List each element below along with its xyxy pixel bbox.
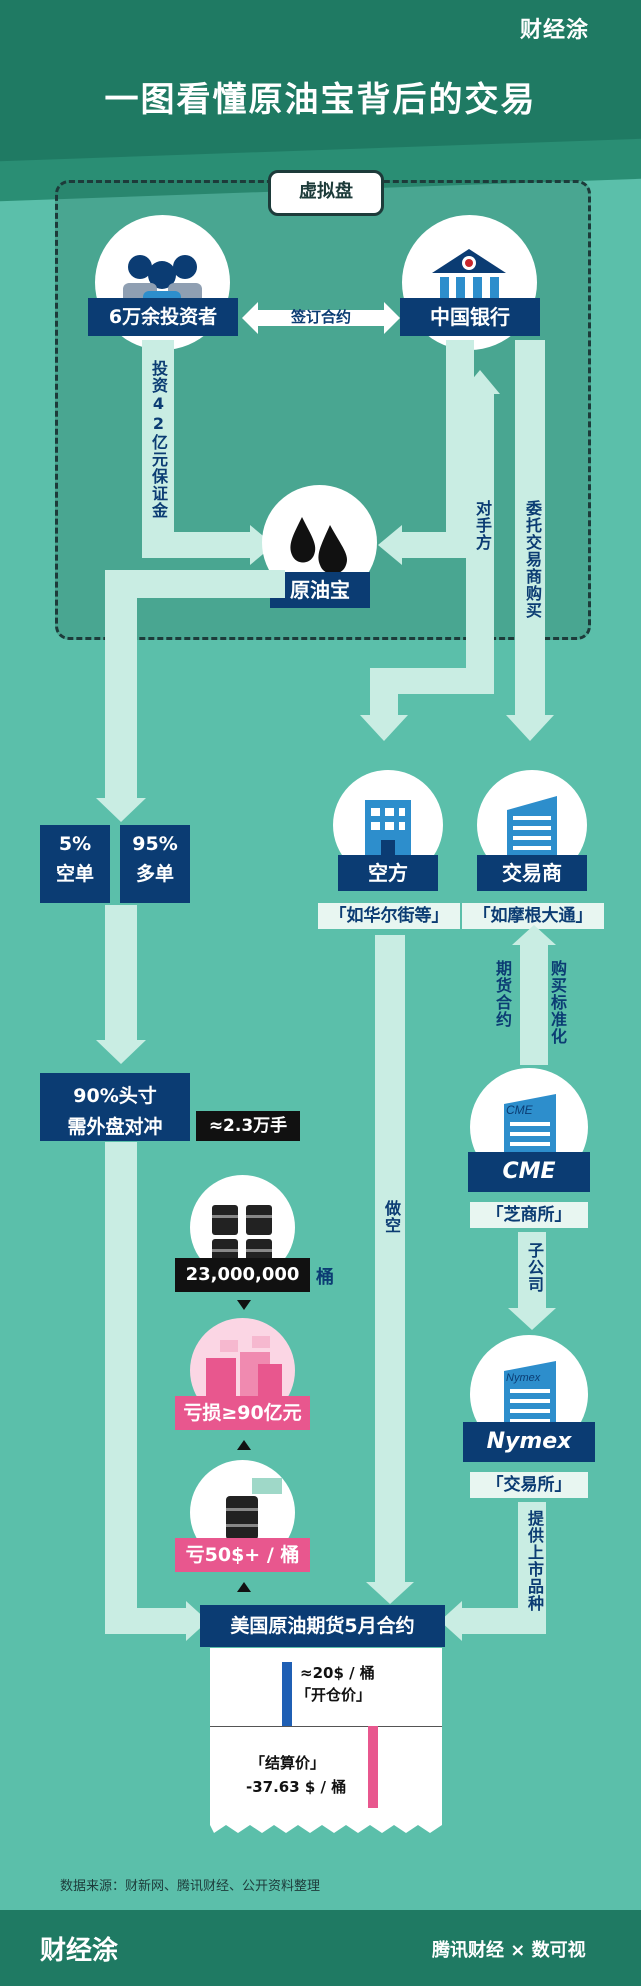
virtual-label: 虚拟盘	[268, 170, 384, 216]
open-label: 「开仓价」	[296, 1686, 372, 1704]
provide-listing-label: 提供上市品种	[525, 1510, 544, 1612]
deposit-arrow	[142, 340, 174, 550]
deposit-label: 投资42亿元保证金	[149, 360, 168, 519]
arrow-up-icon-2	[512, 925, 556, 945]
entrust-arrow	[515, 340, 545, 720]
entrust-label: 委托交易商购买	[523, 500, 542, 619]
counterparty-arrow	[466, 390, 494, 680]
settle-price-bar	[368, 1726, 378, 1808]
brand-logo: 财经涂	[520, 18, 590, 43]
contract-label: 美国原油期货5月合约	[200, 1605, 445, 1647]
zigzag-edge	[210, 1821, 442, 1833]
settle-price: -37.63 $ / 桶	[246, 1778, 347, 1796]
subsidiary-label: 子公司	[525, 1242, 544, 1293]
hedge-to-contract-arrow	[105, 1142, 137, 1634]
tower-icon	[507, 796, 557, 860]
source-note: 数据来源：财新网、腾讯财经、公开资料整理	[60, 1879, 321, 1894]
building-icon	[365, 800, 411, 856]
open-price: ≈20$ / 桶	[300, 1664, 375, 1682]
arrow-down-icon-3	[96, 798, 146, 822]
short-sell-arrow	[375, 935, 405, 1585]
deposit-arrow-horizontal	[142, 532, 254, 558]
nymex-building-icon: Nymex	[504, 1361, 556, 1431]
pct-to-hedge-arrow	[105, 905, 137, 1045]
hedge-box: 90%头寸 需外盘对冲	[40, 1073, 190, 1141]
investors-label: 6万余投资者	[88, 298, 238, 336]
long-pct-text: 多单	[135, 863, 174, 885]
trader-label: 交易商	[477, 855, 587, 891]
hedge-line1: 90%头寸	[73, 1085, 157, 1107]
cme-nymex-arrow	[518, 1232, 546, 1312]
hedge-line2: 需外盘对冲	[67, 1116, 163, 1138]
short-pct-number: 5%	[58, 833, 92, 855]
page-title: 一图看懂原油宝背后的交易	[104, 80, 537, 120]
oil-barrel-icon	[226, 1478, 282, 1540]
svg-text:CME: CME	[506, 1103, 534, 1117]
arrow-down-icon-4	[96, 1040, 146, 1064]
open-price-bar	[282, 1662, 292, 1726]
arrow-up-icon	[460, 370, 500, 394]
nymex-label: Nymex	[463, 1422, 595, 1462]
counterparty-label: 对手方	[473, 500, 492, 551]
sign-contract-label: 签订合约	[290, 308, 351, 326]
price-panel: ≈20$ / 桶 「开仓价」 「结算价」 -37.63 $ / 桶	[210, 1648, 442, 1823]
hedge-to-contract-horizontal	[105, 1608, 190, 1634]
barrels-unit: 桶	[316, 1267, 334, 1288]
footer-bar	[0, 1910, 641, 1986]
nymex-contract-horizontal	[460, 1608, 546, 1634]
bank-to-oil-horizontal	[400, 532, 474, 558]
short-pct-box: 5% 空单	[40, 825, 110, 903]
footer-brand-right: 腾讯财经 × 数可视	[432, 1940, 586, 1961]
arrow-down-small-icon	[237, 1300, 251, 1310]
double-arrow-icon	[242, 302, 400, 334]
long-pct-number: 95%	[132, 833, 178, 855]
arrow-down-icon-5	[508, 1308, 556, 1330]
arrow-left-icon	[378, 525, 402, 565]
short-pct-text: 空单	[55, 863, 94, 885]
short-sell-label: 做空	[382, 1200, 401, 1234]
oil-treasure-label: 原油宝	[270, 572, 370, 608]
arrow-up-small-icon-2	[237, 1582, 251, 1592]
arrow-down-icon-6	[366, 1582, 414, 1604]
footer-brand-left: 财经涂	[40, 1936, 119, 1966]
oil-drop-icon	[290, 517, 348, 574]
settle-label: 「结算价」	[250, 1754, 326, 1772]
trader-sub: 「如摩根大通」	[462, 903, 604, 929]
arrow-down-icon-2	[360, 715, 408, 741]
arrow-down-icon	[506, 715, 554, 741]
bank-label: 中国银行	[400, 298, 540, 336]
cme-sub: 「芝商所」	[470, 1202, 588, 1228]
futures-contract-label: 期货合约	[493, 960, 512, 1028]
counterparty-down	[370, 668, 398, 718]
money-stack-icon	[206, 1336, 282, 1398]
short-side-label: 空方	[338, 855, 438, 891]
cme-label: CME	[468, 1152, 590, 1192]
zero-line	[210, 1726, 442, 1727]
trader-cme-arrow	[520, 940, 548, 1065]
oil-treasure-down-arrow	[105, 570, 137, 800]
arrow-right-icon-2	[186, 1601, 208, 1641]
long-pct-box: 95% 多单	[120, 825, 190, 903]
svg-text:Nymex: Nymex	[506, 1372, 541, 1384]
buy-standard-label: 购买标准化	[548, 960, 567, 1045]
nymex-sub: 「交易所」	[470, 1472, 588, 1498]
barrels-value: 23,000,000	[175, 1258, 310, 1292]
lots-label: ≈2.3万手	[196, 1111, 300, 1141]
arrow-up-small-icon	[237, 1440, 251, 1450]
arrow-left-icon-2	[440, 1601, 462, 1641]
loss-total-label: 亏损≥90亿元	[175, 1396, 310, 1430]
loss-per-barrel-label: 亏50$+ / 桶	[175, 1538, 310, 1572]
oil-treasure-horizontal	[105, 570, 285, 598]
short-side-sub: 「如华尔街等」	[318, 903, 460, 929]
